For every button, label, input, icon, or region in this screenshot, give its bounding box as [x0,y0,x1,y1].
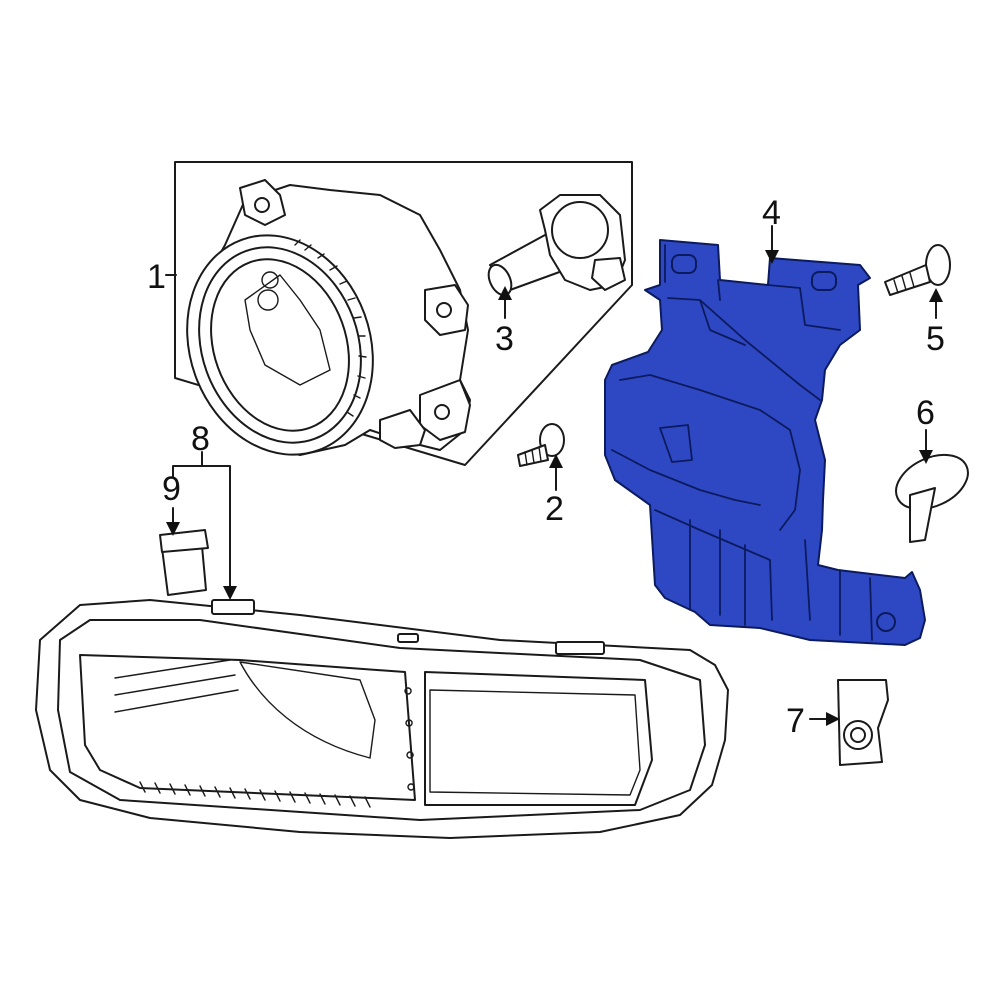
bezel-opening-right [424,671,653,806]
bracket-hole [876,612,896,632]
fog-lamp-mount-hole-bottom [434,404,450,420]
bracket-slot-right [811,271,837,291]
callout-6: 6 [916,394,935,432]
fog-lamp-connector [379,409,426,449]
arrow-8 [223,586,237,600]
fog-lamp-callout-box [174,161,633,466]
bracket-detail-f [689,519,746,626]
bezel-holes [404,687,415,791]
screw-5-group[interactable] [884,244,951,296]
bracket-group[interactable] [604,239,926,646]
callout-7: 7 [786,702,805,740]
bezel-tab-mid [397,633,419,643]
arrow-9 [166,522,180,536]
bulb-9-body [161,545,207,596]
fog-lamp-mount-hole-top [254,197,270,213]
bracket-detail-e [654,509,773,621]
bezel-slats [114,659,239,713]
bezel-grille [139,781,371,808]
bracket-detail-d [611,449,761,506]
callout-8: 8 [191,420,210,458]
bracket-slot-left [671,254,697,274]
bezel-tab-left [211,599,255,615]
fog-lamp-dot-b [257,289,279,311]
callout-3: 3 [495,320,514,358]
bulb-group[interactable] [484,194,626,299]
clip-nut-7-ring [843,720,873,750]
bezel-tab-right [555,641,605,655]
screw-5-shank [884,264,931,296]
bulb-flange [551,201,609,259]
callout-labels: 1 2 3 4 5 6 7 8 9 [147,194,945,740]
screw-2-threads [524,446,542,466]
bezel-opening-left [79,654,416,801]
bracket-detail-b [667,297,821,401]
callout-9: 9 [162,470,181,508]
fog-lamp-mount-hole-right [436,302,452,318]
arrow-2 [549,454,563,468]
bracket-clip [659,424,693,463]
arrow-5 [929,288,943,302]
leaders [165,225,943,726]
fog-lamp-reflector [244,274,331,386]
callout-1: 1 [147,258,166,296]
callout-4: 4 [762,194,781,232]
bulb-clip [591,257,626,291]
bezel-lens-curve [239,661,376,759]
fog-lamp-rim-inner [198,246,362,444]
fog-lamp-lens [210,258,350,432]
bracket-detail-c [619,374,801,531]
clip-nut-7-group[interactable] [837,679,889,766]
fog-lamp-ribs [294,239,367,417]
fog-lamp-rim-outer [186,234,374,456]
fog-lamp-group[interactable] [157,161,633,481]
screw-2-group[interactable] [517,423,565,467]
bulb-9-group[interactable] [159,529,209,596]
arrow-3 [498,286,512,300]
arrow-7 [826,712,840,726]
callout-2: 2 [545,490,564,528]
bracket-detail-a [664,244,841,331]
bezel-opening-right-inner [429,689,641,796]
fog-lamp-mount-tab-top [239,179,286,226]
fastener-6-group[interactable] [887,444,976,543]
screw-5-threads [893,272,915,294]
arrow-4 [765,250,779,264]
callout-5: 5 [926,320,945,358]
arrow-6 [919,450,933,464]
fog-lamp-dot-a [261,271,279,289]
bracket-detail-g [804,539,873,641]
leader-8-branch [201,465,231,589]
bulb-9-cap [159,529,209,553]
leader-8 [172,451,203,479]
fastener-6-shank [909,487,936,543]
clip-nut-7-hole [850,727,866,743]
bezel-inner [57,619,706,821]
fog-lamp-mount-tab-right [424,284,469,336]
bezel-group[interactable] [35,599,729,839]
mounting-bracket [604,239,926,646]
